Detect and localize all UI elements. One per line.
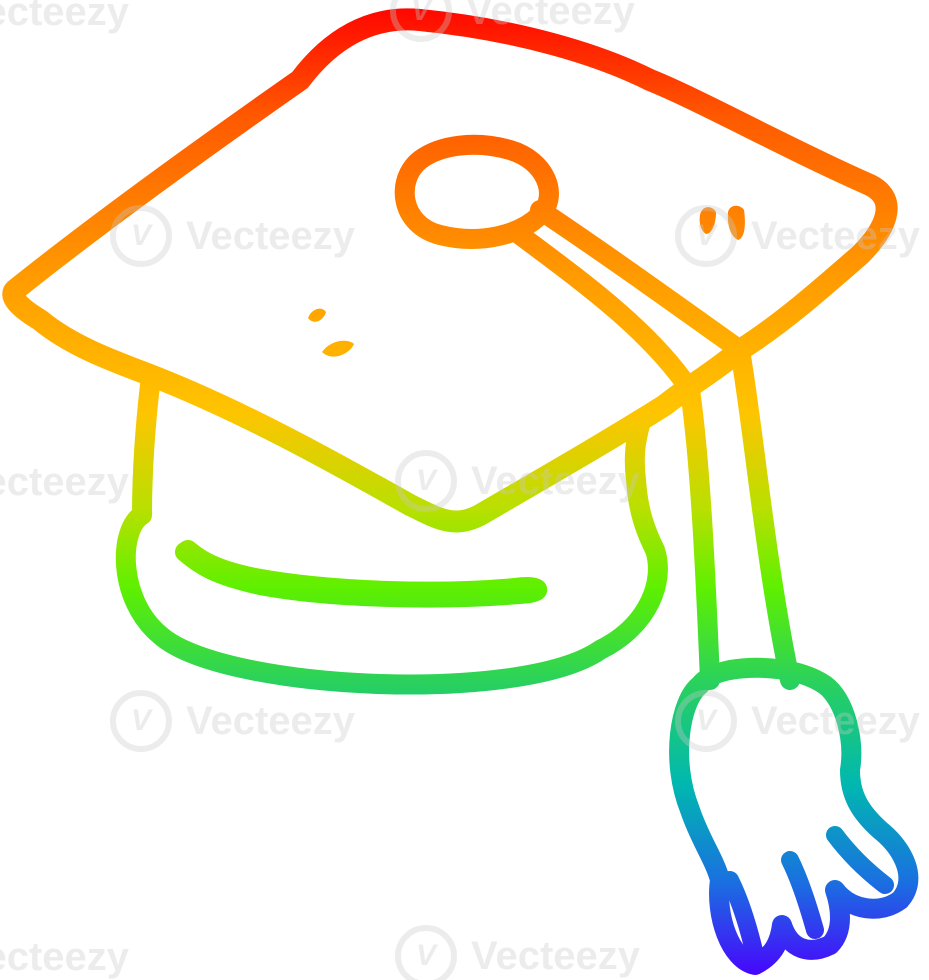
mortarboard-top bbox=[2, 8, 898, 533]
highlight-mark-left-1 bbox=[308, 308, 326, 322]
tassel-cord bbox=[510, 200, 800, 690]
highlight-mark-right-2 bbox=[727, 205, 745, 240]
highlight-mark-right-1 bbox=[699, 207, 716, 234]
cap-band-line bbox=[175, 540, 548, 608]
highlight-mark-left-2 bbox=[322, 340, 354, 357]
cap-base-outline bbox=[115, 375, 668, 695]
tassel-end bbox=[669, 657, 919, 975]
tassel-strands bbox=[721, 826, 894, 964]
cap-button bbox=[394, 134, 559, 249]
